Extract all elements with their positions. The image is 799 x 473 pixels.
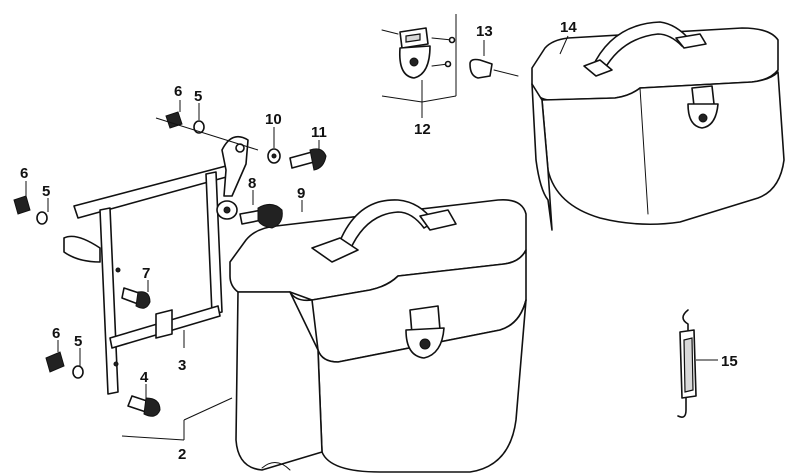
washer-5-top [193, 120, 205, 134]
callout-4: 4 [140, 369, 149, 386]
callout-5-top: 5 [194, 88, 202, 105]
callout-3: 3 [178, 357, 186, 374]
bolt-4 [127, 395, 161, 417]
bolt-11 [289, 148, 327, 171]
hook-strap-15 [677, 309, 697, 418]
callout-7: 7 [142, 265, 150, 282]
washer-5-bottom [72, 365, 84, 379]
callout-8: 8 [248, 175, 256, 192]
nut-6-top [165, 111, 183, 129]
nut-6-bottom [45, 351, 65, 373]
callout-11: 11 [311, 124, 327, 141]
knob-9 [239, 204, 283, 229]
washer-8 [216, 200, 238, 220]
callout-13: 13 [476, 23, 493, 40]
lock-part-12 [381, 27, 456, 79]
saddlebag-small [531, 21, 785, 231]
saddlebag-large [229, 198, 527, 473]
washer-5-left [36, 211, 48, 225]
bolt-7 [121, 287, 151, 309]
callout-12: 12 [414, 121, 431, 138]
washer-10 [267, 148, 281, 164]
leader-lines [25, 14, 718, 441]
carrier-frame [63, 135, 249, 395]
callout-5-bottom: 5 [74, 333, 82, 350]
callout-6-top: 6 [174, 83, 182, 100]
callout-5-left: 5 [42, 183, 50, 200]
callout-6-bottom: 6 [52, 325, 60, 342]
callout-15: 15 [721, 353, 738, 370]
nut-6-left [13, 195, 31, 215]
callout-2: 2 [178, 446, 186, 463]
callout-6-left: 6 [20, 165, 28, 182]
callout-14: 14 [560, 19, 577, 36]
pin-13 [469, 58, 519, 79]
callout-10: 10 [265, 111, 282, 128]
callout-9: 9 [297, 185, 305, 202]
callout-labels: 2 3 4 5 5 5 6 6 6 7 8 9 10 11 12 13 14 1… [20, 19, 738, 463]
